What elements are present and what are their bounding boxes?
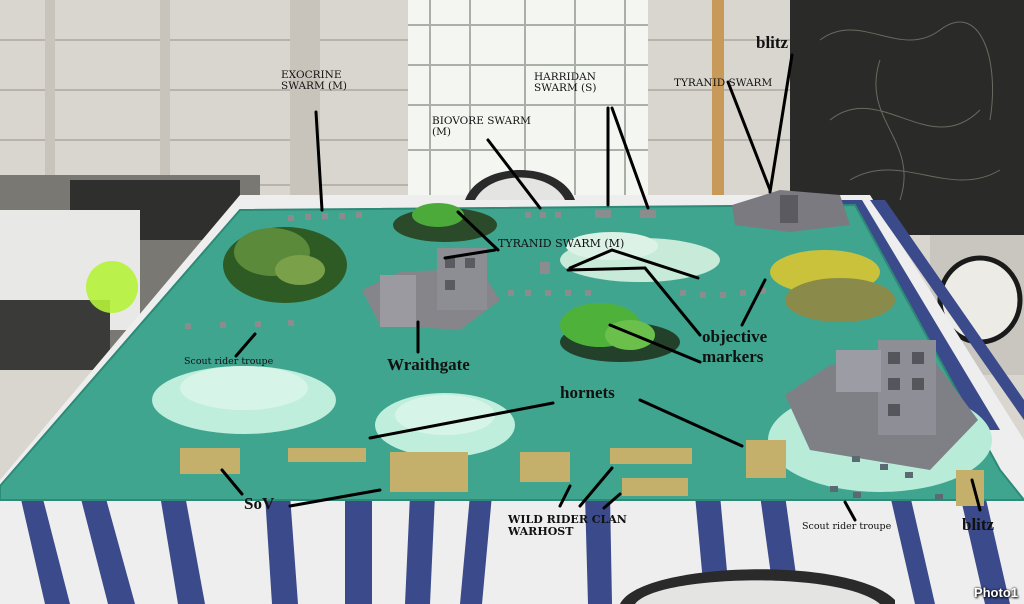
- label-tyranid-swarm-top: TYRANID SWARM: [674, 77, 773, 89]
- label-blitz-top: blitz: [756, 33, 789, 52]
- label-sov: SoV: [244, 494, 275, 513]
- label-wraithgate: Wraithgate: [387, 355, 470, 374]
- label-scout-rider-left: Scout rider troupe: [184, 356, 274, 367]
- label-wild-rider-clan: WILD RIDER CLAN WARHOST: [508, 513, 627, 538]
- label-tyranid-swarm-m: TYRANID SWARM (M): [498, 237, 625, 250]
- label-harridan-swarm: HARRIDAN SWARM (S): [534, 71, 597, 95]
- label-objective-markers: objective markers: [702, 327, 768, 366]
- label-blitz-bottom: blitz: [962, 515, 995, 534]
- label-exocrine-swarm: EXOCRINE SWARM (M): [281, 69, 347, 93]
- label-biovore-swarm: BIOVORE SWARM (M): [432, 115, 531, 139]
- photo-caption: Photo1: [973, 585, 1018, 600]
- label-scout-rider-right: Scout rider troupe: [802, 521, 892, 532]
- label-hornets: hornets: [560, 383, 615, 402]
